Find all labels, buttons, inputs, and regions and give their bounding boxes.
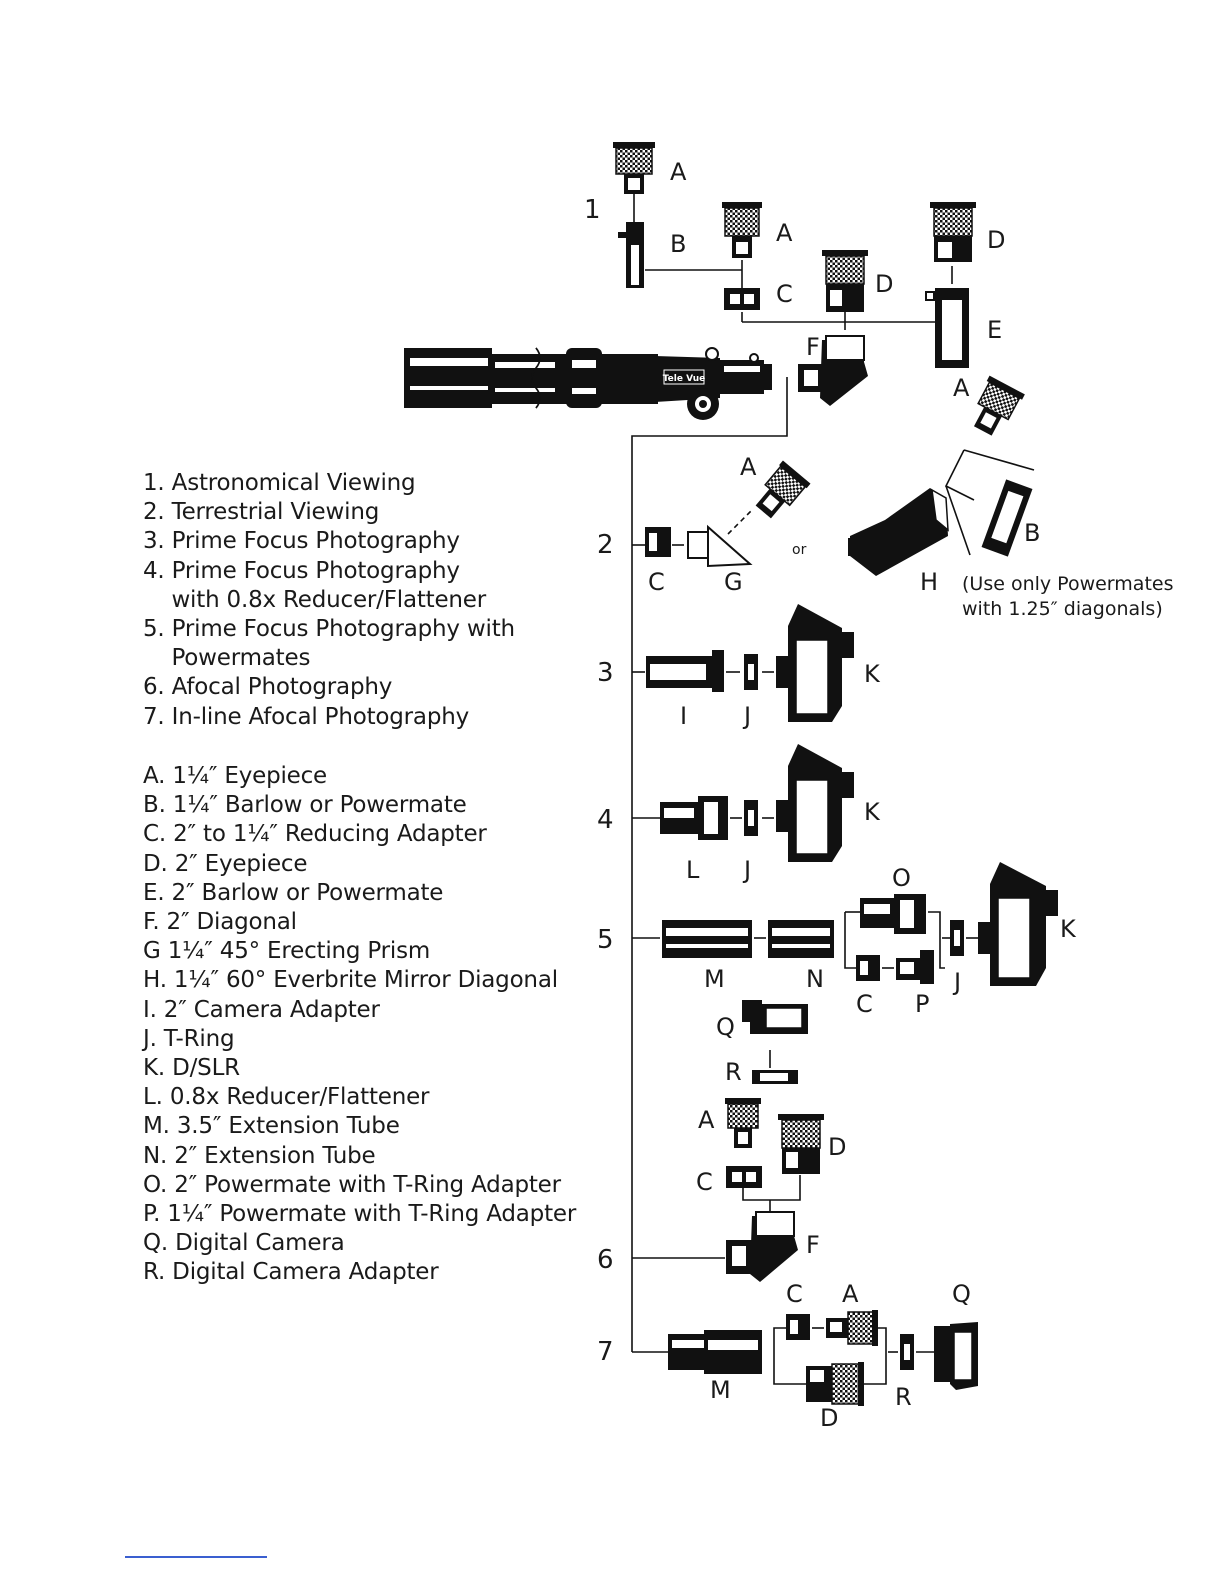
label-o: O bbox=[892, 864, 911, 892]
component-labels: A B A C D D E F A A B or C G H (Use only… bbox=[648, 158, 1173, 1432]
telescope: Tele Vue bbox=[404, 347, 772, 420]
setup-item: 5. Prime Focus Photography with bbox=[143, 616, 515, 643]
part-item: L. 0.8x Reducer/Flattener bbox=[143, 1084, 430, 1111]
footer-rule bbox=[125, 1556, 267, 1558]
label-j: J bbox=[742, 702, 751, 730]
part-item: D. 2″ Eyepiece bbox=[143, 850, 308, 877]
setup-number: 7 bbox=[597, 1337, 614, 1367]
setup-3-components bbox=[646, 604, 854, 722]
setup-item: Powermates bbox=[143, 645, 311, 672]
label-j: J bbox=[952, 968, 961, 996]
setup-item: 2. Terrestrial Viewing bbox=[143, 499, 380, 526]
part-item: C. 2″ to 1¼″ Reducing Adapter bbox=[143, 821, 487, 848]
label-a: A bbox=[740, 453, 757, 481]
setup-item: 4. Prime Focus Photography bbox=[143, 557, 460, 584]
label-d: D bbox=[987, 226, 1005, 254]
setup-item: 6. Afocal Photography bbox=[143, 674, 393, 701]
powermate-note: with 1.25″ diagonals) bbox=[962, 598, 1163, 620]
part-item: G 1¼″ 45° Erecting Prism bbox=[143, 938, 431, 965]
label-i: I bbox=[680, 702, 687, 730]
label-d: D bbox=[820, 1404, 838, 1432]
powermate-note: (Use only Powermates bbox=[962, 573, 1173, 595]
part-item: B. 1¼″ Barlow or Powermate bbox=[143, 792, 467, 819]
label-c: C bbox=[696, 1168, 713, 1196]
label-d: D bbox=[875, 270, 893, 298]
setup-2-components bbox=[645, 375, 1033, 576]
label-c: C bbox=[786, 1280, 803, 1308]
label-b: B bbox=[1024, 519, 1040, 547]
label-m: M bbox=[710, 1376, 731, 1404]
label-p: P bbox=[915, 990, 929, 1018]
label-n: N bbox=[806, 965, 824, 993]
label-c: C bbox=[856, 990, 873, 1018]
part-item: K. D/SLR bbox=[143, 1055, 240, 1082]
part-item: J. T-Ring bbox=[143, 1025, 235, 1052]
brand-label: Tele Vue bbox=[663, 374, 706, 384]
label-k: K bbox=[1060, 915, 1077, 943]
label-a: A bbox=[670, 158, 687, 186]
label-a: A bbox=[698, 1106, 715, 1134]
setup-number: 2 bbox=[597, 530, 614, 560]
label-d: D bbox=[828, 1133, 846, 1161]
label-l: L bbox=[686, 856, 700, 884]
label-c: C bbox=[776, 280, 793, 308]
label-j: J bbox=[742, 856, 751, 884]
setup-1-components bbox=[613, 142, 976, 406]
setup-number: 5 bbox=[597, 925, 614, 955]
label-q: Q bbox=[716, 1013, 735, 1041]
setup-number: 6 bbox=[597, 1245, 614, 1275]
or-label: or bbox=[792, 542, 807, 558]
setup-6-components bbox=[725, 1000, 824, 1282]
label-a: A bbox=[953, 374, 970, 402]
part-item: Q. Digital Camera bbox=[143, 1230, 345, 1257]
part-item: E. 2″ Barlow or Powermate bbox=[143, 879, 444, 906]
label-q: Q bbox=[952, 1280, 971, 1308]
part-item: R. Digital Camera Adapter bbox=[143, 1259, 439, 1286]
setup-5-components bbox=[662, 862, 1058, 986]
label-k: K bbox=[864, 798, 881, 826]
part-item: O. 2″ Powermate with T-Ring Adapter bbox=[143, 1171, 561, 1198]
label-a: A bbox=[776, 219, 793, 247]
setup-number: 4 bbox=[597, 805, 614, 835]
setup-7-components bbox=[668, 1310, 978, 1406]
part-item: I. 2″ Camera Adapter bbox=[143, 996, 380, 1023]
label-g: G bbox=[724, 568, 743, 596]
part-item: P. 1¼″ Powermate with T-Ring Adapter bbox=[143, 1201, 577, 1228]
part-item: M. 3.5″ Extension Tube bbox=[143, 1113, 400, 1140]
label-a: A bbox=[842, 1280, 859, 1308]
label-m: M bbox=[704, 965, 725, 993]
label-f: F bbox=[806, 333, 820, 361]
setup-item: 7. In-line Afocal Photography bbox=[143, 703, 470, 730]
label-h: H bbox=[920, 568, 938, 596]
setup-legend: 1. Astronomical Viewing 2. Terrestrial V… bbox=[143, 469, 515, 732]
connector-lines bbox=[631, 190, 1035, 1385]
part-item: H. 1¼″ 60° Everbrite Mirror Diagonal bbox=[143, 967, 558, 994]
parts-legend: A. 1¼″ Eyepiece B. 1¼″ Barlow or Powerma… bbox=[143, 762, 576, 1288]
setup-item: with 0.8x Reducer/Flattener bbox=[143, 586, 487, 613]
part-item: A. 1¼″ Eyepiece bbox=[143, 763, 328, 789]
setup-number: 1 bbox=[584, 195, 601, 225]
setup-4-components bbox=[660, 744, 854, 862]
label-e: E bbox=[987, 316, 1002, 344]
label-f: F bbox=[806, 1231, 820, 1259]
setup-numbers: 1 2 3 4 5 6 7 bbox=[584, 195, 614, 1367]
setup-number: 3 bbox=[597, 658, 614, 688]
label-r: R bbox=[895, 1383, 912, 1411]
label-c: C bbox=[648, 568, 665, 596]
label-b: B bbox=[670, 230, 686, 258]
setup-item: 3. Prime Focus Photography bbox=[143, 528, 460, 555]
part-item: F. 2″ Diagonal bbox=[143, 909, 297, 936]
setup-item: 1. Astronomical Viewing bbox=[143, 470, 416, 496]
part-item: N. 2″ Extension Tube bbox=[143, 1142, 376, 1169]
label-r: R bbox=[725, 1058, 742, 1086]
label-k: K bbox=[864, 660, 881, 688]
